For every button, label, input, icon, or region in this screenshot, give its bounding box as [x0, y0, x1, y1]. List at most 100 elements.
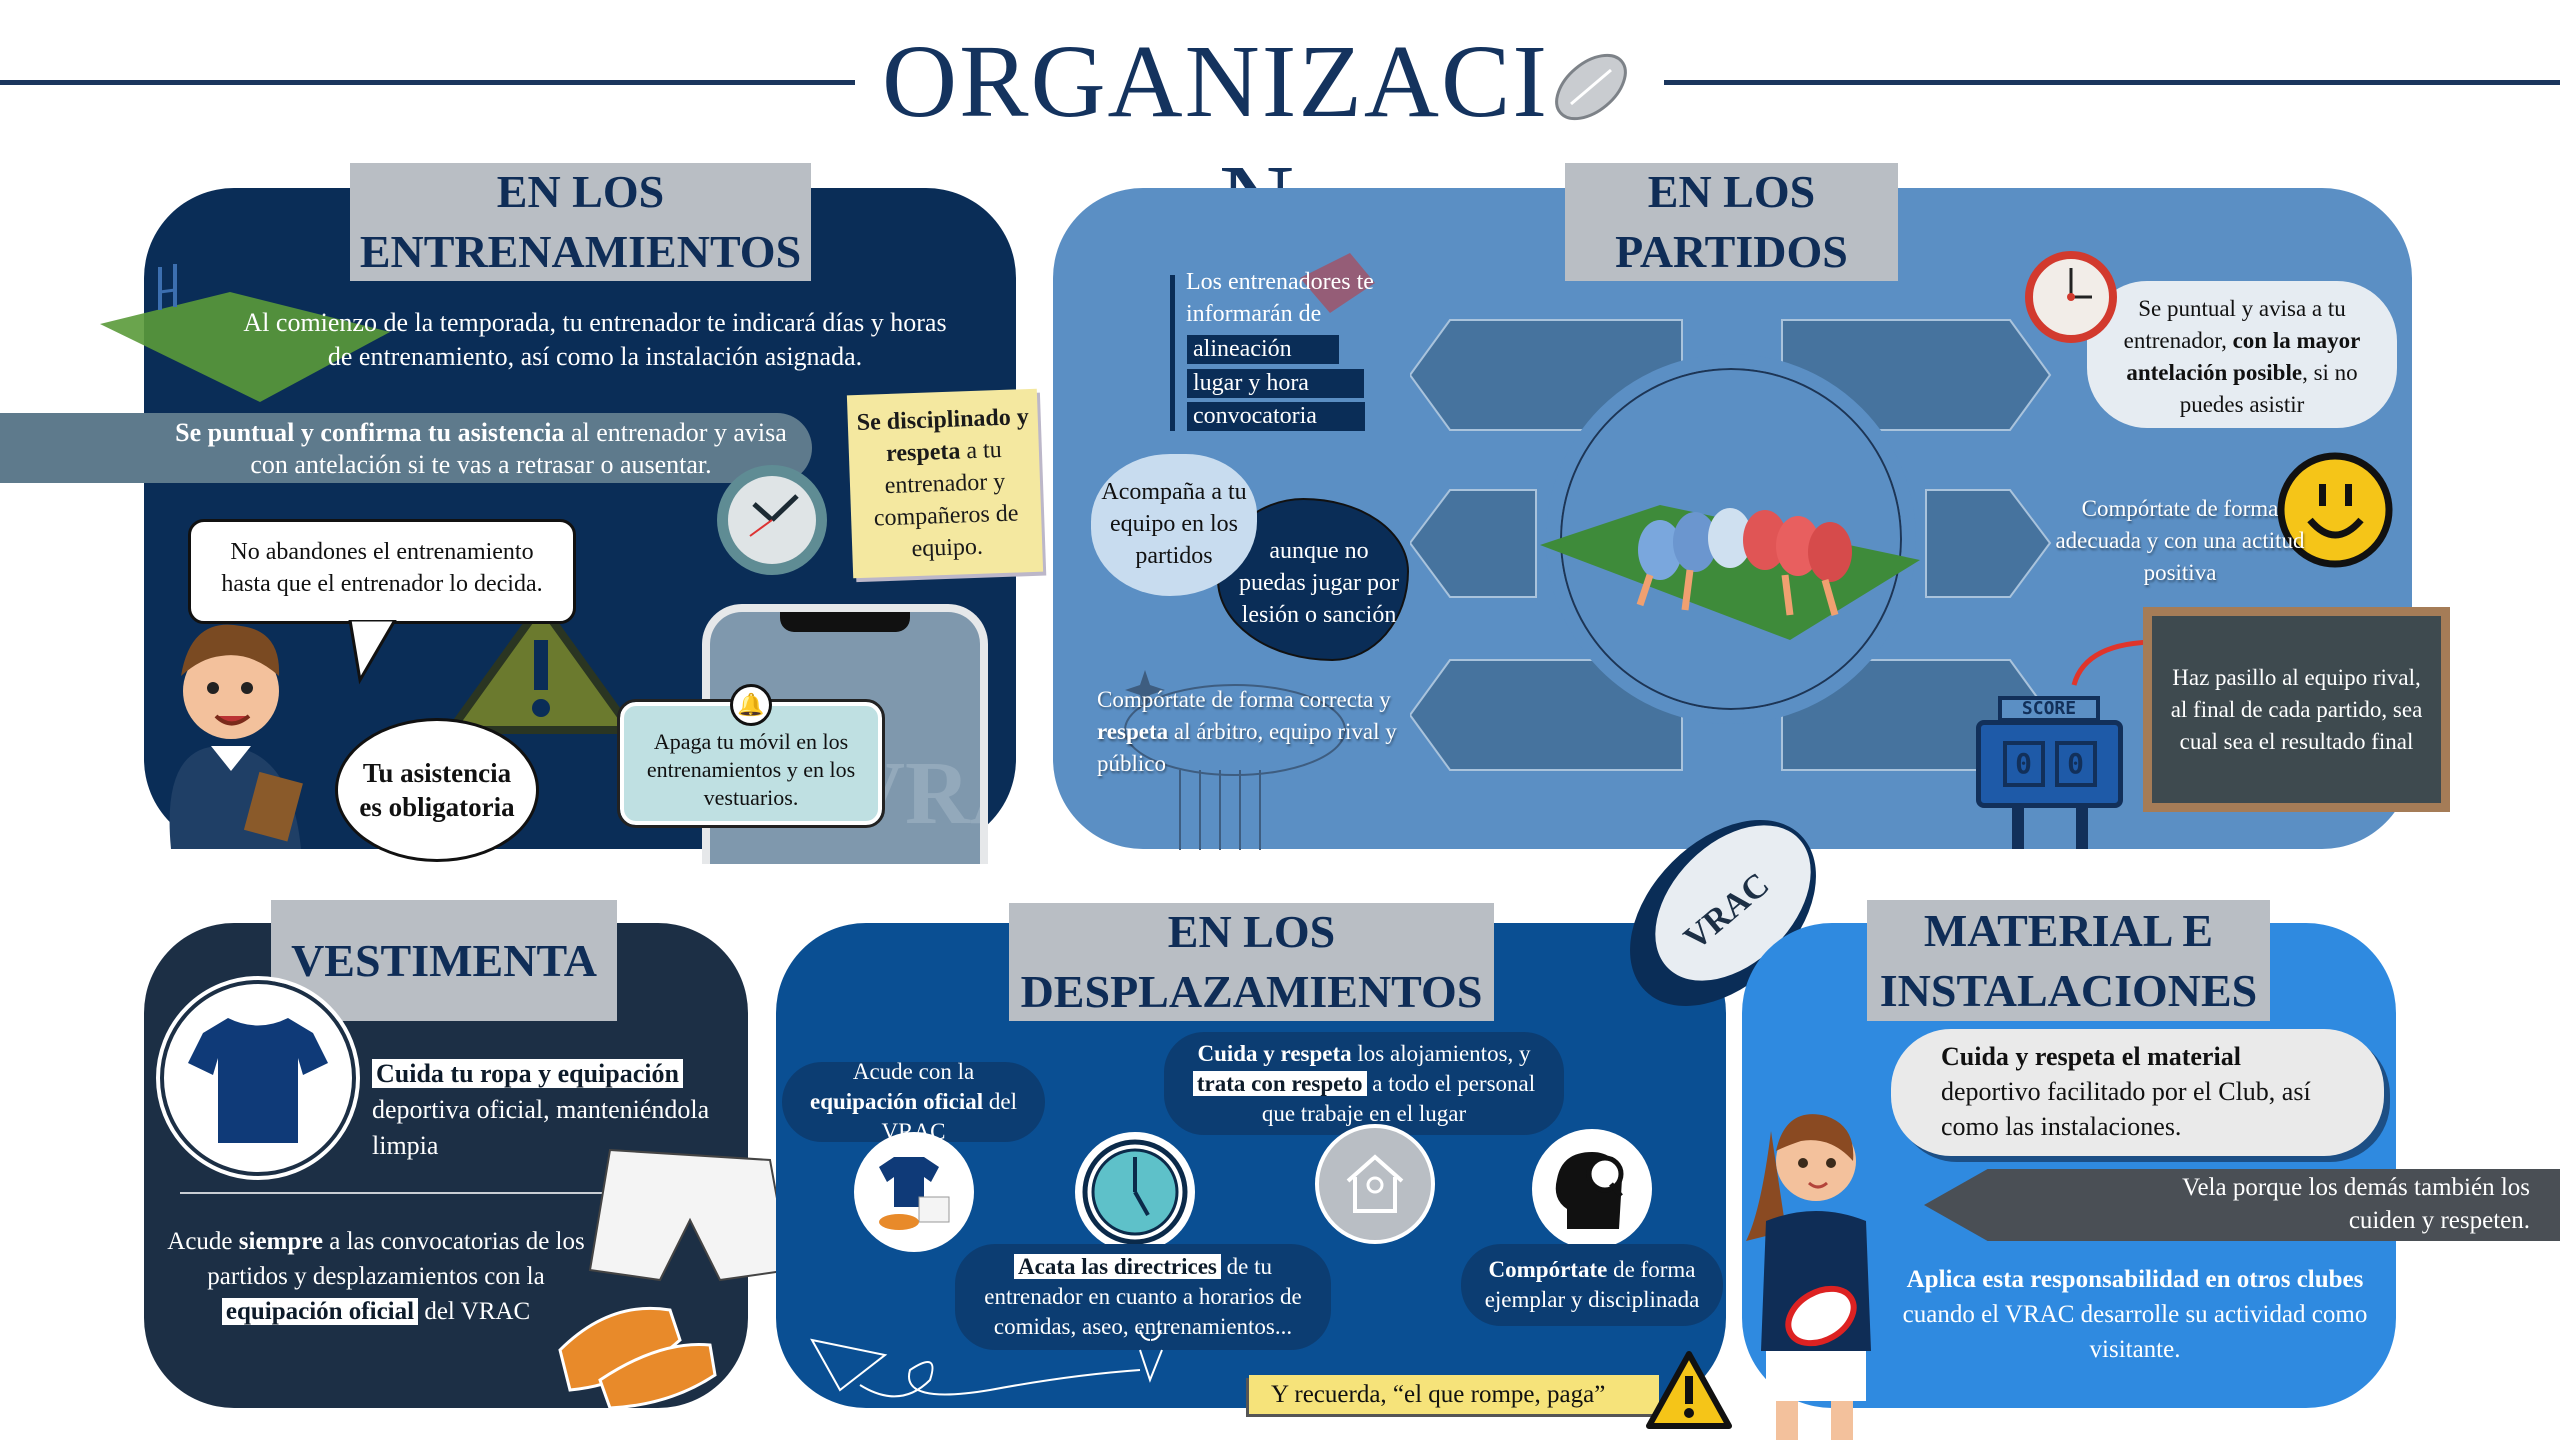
aloj-bold: Cuida y respeta [1197, 1040, 1352, 1066]
puntual-text: al entrenador y avisa con antelación si … [250, 418, 787, 479]
acata-highlight: Acata las directrices [1014, 1254, 1221, 1279]
aplica-bold: Aplica esta responsabilidad en otros clu… [1906, 1266, 2364, 1293]
title-rule-right [1664, 80, 2560, 85]
header-line: MATERIAL E [1923, 904, 2214, 956]
rugby-field-icon [100, 264, 390, 402]
puntual-bold: Se puntual y confirma tu asistencia [175, 418, 565, 447]
puntual-post: , si no puedes asistir [2179, 360, 2358, 417]
header-line: EN LOS [496, 166, 665, 217]
bubble-tail [348, 620, 397, 685]
note-bold: Se disciplinado y respeta [856, 404, 1030, 468]
info-item-lugar: lugar y hora [1187, 369, 1364, 398]
vela-banner: Vela porque los demás también los cuiden… [1924, 1169, 2560, 1241]
comportate-pill: Compórtate de forma ejemplar y disciplin… [1461, 1244, 1723, 1326]
sticky-note: Se disciplinado y respeta a tu entrenado… [846, 388, 1044, 579]
header-line: VESTIMENTA [291, 934, 597, 986]
puntual-banner: Se puntual y confirma tu asistencia al e… [0, 413, 812, 483]
material-text: deportivo facilitado por el Club, así co… [1941, 1077, 2311, 1141]
title-rule-left [0, 80, 855, 85]
asistencia-text: Tu asistencia es obligatoria [359, 758, 515, 822]
header-line: ENTRENAMIENTOS [359, 226, 802, 277]
header-line: DESPLAZAMIENTOS [1020, 966, 1483, 1017]
actitud-text: Compórtate de forma adecuada y con una a… [2055, 496, 2305, 585]
info-intro: Los entrenadores te informarán de [1186, 269, 1374, 327]
aloj-mid: los alojamientos, y [1351, 1040, 1531, 1066]
phone-notch [780, 612, 910, 632]
puntual-bold: con la mayor antelación posible [2126, 328, 2361, 385]
acude-bold: siempre [238, 1228, 324, 1255]
comp-bold: Compórtate [1488, 1257, 1608, 1282]
acude-post: del VRAC [418, 1298, 531, 1325]
chalkboard: Haz pasillo al equipo rival, al final de… [2143, 607, 2450, 812]
score-label: SCORE [1998, 696, 2100, 722]
cuida-ropa-text: deportiva oficial, manteniéndola limpia [372, 1095, 710, 1160]
pasillo-text: Haz pasillo al equipo rival, al final de… [2170, 664, 2423, 754]
equip-bold: equipación oficial [809, 1089, 984, 1114]
scoreboard-icon: SCORE 0 0 [1976, 696, 2123, 849]
aloj-highlight: trata con respeto [1192, 1070, 1367, 1096]
recuerda-banner: Y recuerda, “el que rompe, paga” [1249, 1375, 1659, 1414]
rugby-ball-icon [1549, 28, 1633, 121]
paper-plane-icon [810, 1330, 1163, 1398]
whistle-icon [1300, 253, 1375, 313]
equipacion-pill: Acude con la equipación oficial del VRAC [782, 1059, 1045, 1144]
smiley-icon [2277, 452, 2393, 568]
shorts-shoes-illustration [558, 1148, 792, 1410]
warning-icon [447, 601, 635, 734]
info-item-convocatoria: convocatoria [1187, 402, 1365, 431]
header-partidos: EN LOS PARTIDOS [1565, 163, 1898, 281]
acompana-blob: Acompaña a tu equipo en los partidos [1091, 454, 1257, 596]
header-line: EN LOS [1167, 906, 1336, 957]
arbitro-text-post: al árbitro, equipo rival y público [1097, 719, 1397, 776]
info-item-alineacion: alineación [1187, 335, 1339, 364]
alarm-clock-icon [2025, 251, 2117, 343]
material-bubble: Cuida y respeta el material deportivo fa… [1891, 1029, 2384, 1156]
header-entrenamientos: EN LOS ENTRENAMIENTOS [350, 163, 811, 281]
directrices-pill: Acata las directrices de tu entrenador e… [955, 1244, 1331, 1350]
cuida-ropa-highlight: Cuida tu ropa y equipación [372, 1059, 683, 1088]
movil-text: Apaga tu móvil en los entrenamientos y e… [646, 729, 856, 810]
equip-pre: Acude con la [852, 1059, 975, 1084]
score-leg [2076, 808, 2088, 849]
header-desplazamientos: EN LOS DESPLAZAMIENTOS [1009, 903, 1494, 1021]
score-away: 0 [2054, 741, 2097, 787]
material-bold: Cuida y respeta el material [1941, 1042, 2241, 1071]
bell-icon: 🔔 [730, 684, 772, 726]
puntual-bubble: Se puntual y avisa a tu entrenador, con … [2087, 281, 2397, 428]
vela-text: Vela porque los demás también los cuiden… [2182, 1174, 2530, 1234]
trophy-sketch [1124, 670, 1346, 850]
clock-icon [1075, 1132, 1195, 1252]
alojamientos-pill: Cuida y respeta los alojamientos, y trat… [1164, 1032, 1564, 1135]
acata-text: de tu entrenador en cuanto a horarios de… [984, 1254, 1302, 1339]
warning-icon [1646, 1351, 1732, 1429]
house-icon [1315, 1124, 1435, 1244]
header-line: INSTALACIONES [1879, 964, 2258, 1016]
score-panel: 0 0 [1976, 720, 2123, 808]
header-line: EN LOS [1647, 166, 1816, 217]
coach-character [169, 624, 303, 849]
arbitro-text: Compórtate de forma correcta y respeta a… [1097, 684, 1427, 780]
aplica-text: Aplica esta responsabilidad en otros clu… [1900, 1262, 2370, 1367]
score-leg [2012, 808, 2024, 849]
score-home: 0 [2002, 741, 2045, 787]
acude-mid: a las convocatorias de los partidos y de… [207, 1228, 585, 1290]
shirt-icon [156, 976, 360, 1180]
acude-highlight: equipación oficial [221, 1298, 419, 1325]
arbitro-text-pre: Compórtate de forma correcta y [1097, 687, 1391, 712]
info-rule [1170, 275, 1175, 431]
acude-text: Acude siempre a las convocatorias de los… [160, 1224, 592, 1329]
asistencia-bubble: Tu asistencia es obligatoria [335, 718, 539, 862]
kit-icon [854, 1132, 974, 1252]
divider [180, 1192, 634, 1194]
speech-bubble: No abandones el entrenamiento hasta que … [188, 519, 576, 624]
header-vestimenta: VESTIMENTA [271, 900, 617, 1021]
clock-icon [712, 460, 832, 585]
header-line: PARTIDOS [1615, 226, 1848, 277]
aloj-post: a todo el personal que trabaje en el lug… [1261, 1070, 1536, 1126]
rugby-ball-logo: VRAC [1608, 808, 1838, 1018]
arbitro-bold: respeta [1097, 719, 1169, 744]
cuida-ropa: Cuida tu ropa y equipación deportiva ofi… [372, 1056, 712, 1164]
puntual-pre: Se puntual y avisa a tu entrenador, [2123, 296, 2346, 353]
comp-text: de forma ejemplar y disciplinada [1484, 1257, 1700, 1312]
head-magnifier-icon [1532, 1129, 1652, 1249]
